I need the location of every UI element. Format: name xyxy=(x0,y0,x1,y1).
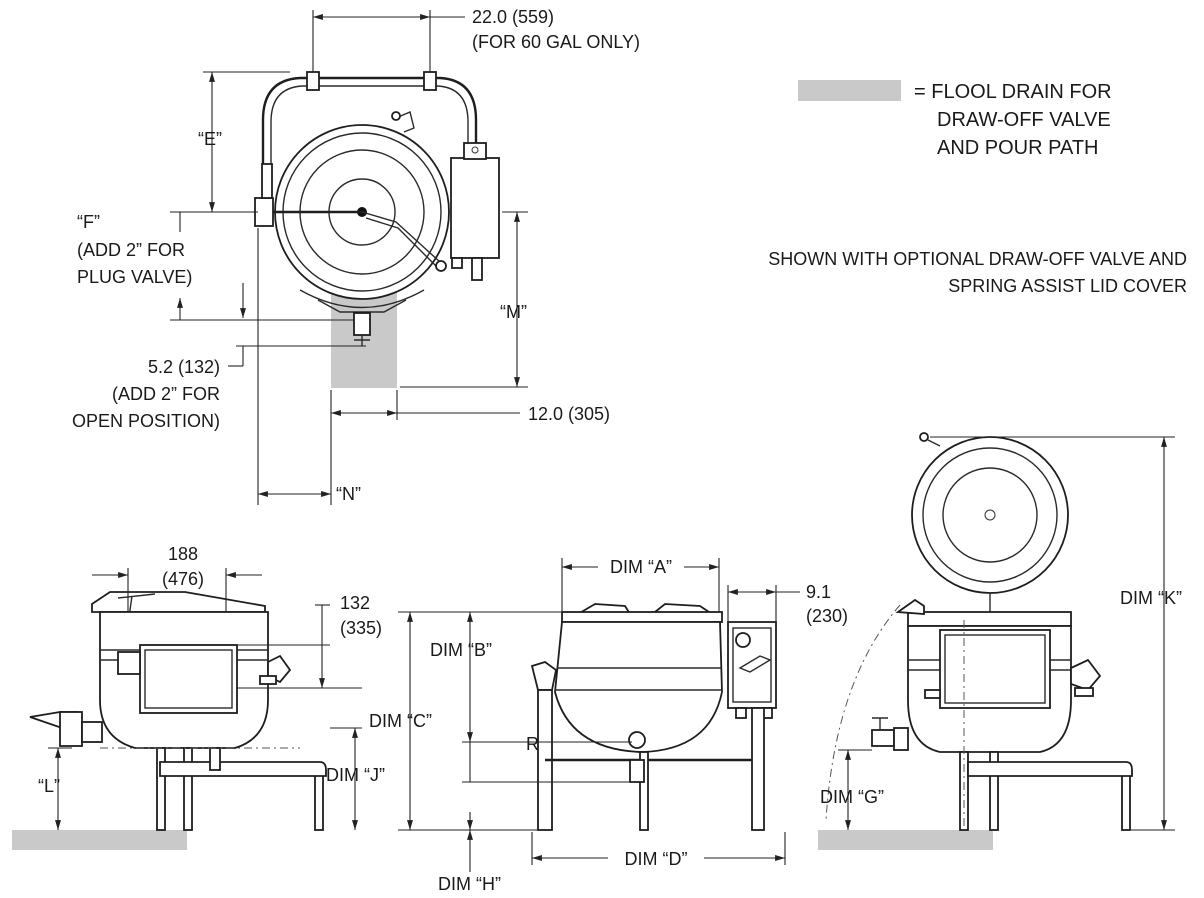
dim-f-note-2: PLUG VALVE) xyxy=(77,267,192,287)
dim-a-label: DIM “A” xyxy=(610,557,672,577)
top-width-dim: 22.0 (559) xyxy=(472,7,554,27)
front-view: DIM “A” 9.1 (230) DIM “B” R DIM “D” DIM … xyxy=(398,557,848,894)
left-side-dim-1: 132 xyxy=(340,593,370,613)
front-r-label: R xyxy=(526,734,539,754)
left-top-dim-2: (476) xyxy=(162,569,204,589)
dim-j-label: DIM “J” xyxy=(326,765,385,785)
dim-e-label: “E” xyxy=(198,129,222,149)
legend-line-2: DRAW-OFF VALVE xyxy=(937,109,1111,131)
left-side-dim-2: (335) xyxy=(340,618,382,638)
dim-l-label: “L” xyxy=(38,776,60,796)
valve-dim: 5.2 (132) xyxy=(148,357,220,377)
right-side-view: DIM “K” DIM “G” xyxy=(818,432,1182,850)
front-side-dim-1: 9.1 xyxy=(806,582,831,602)
legend-line-1: = FLOOL DRAIN FOR xyxy=(914,81,1112,103)
legend: = FLOOL DRAIN FOR DRAW-OFF VALVE AND POU… xyxy=(798,80,1112,159)
dim-g-label: DIM “G” xyxy=(820,787,884,807)
dim-n-label: “N” xyxy=(336,484,361,504)
dim-h-label: DIM “H” xyxy=(438,874,501,894)
left-floor xyxy=(12,830,187,850)
drain-width-dim: 12.0 (305) xyxy=(528,404,610,424)
note-line-2: SPRING ASSIST LID COVER xyxy=(948,276,1187,296)
dim-c-label: DIM “C” xyxy=(369,711,432,731)
left-top-dim-1: 188 xyxy=(168,544,198,564)
dim-d-label: DIM “D” xyxy=(625,849,688,869)
shown-with-note: SHOWN WITH OPTIONAL DRAW-OFF VALVE AND S… xyxy=(768,249,1187,296)
dim-b-label: DIM “B” xyxy=(430,640,492,660)
left-side-view: 188 (476) 132 (335) DIM “C” DIM “J” “L” xyxy=(12,544,432,850)
dim-f-note-1: (ADD 2” FOR xyxy=(77,240,185,260)
valve-note-2: OPEN POSITION) xyxy=(72,411,220,431)
top-view: 22.0 (559) (FOR 60 GAL ONLY) “E” “F” (AD… xyxy=(72,7,640,505)
legend-swatch xyxy=(798,80,901,101)
dim-k-label: DIM “K” xyxy=(1120,588,1182,608)
note-line-1: SHOWN WITH OPTIONAL DRAW-OFF VALVE AND xyxy=(768,249,1187,269)
dim-f-label: “F” xyxy=(77,212,100,232)
valve-note-1: (ADD 2” FOR xyxy=(112,384,220,404)
front-side-dim-2: (230) xyxy=(806,606,848,626)
right-floor xyxy=(818,830,993,850)
top-width-note: (FOR 60 GAL ONLY) xyxy=(472,32,640,52)
dim-m-label: “M” xyxy=(500,302,527,322)
legend-line-3: AND POUR PATH xyxy=(937,137,1099,159)
